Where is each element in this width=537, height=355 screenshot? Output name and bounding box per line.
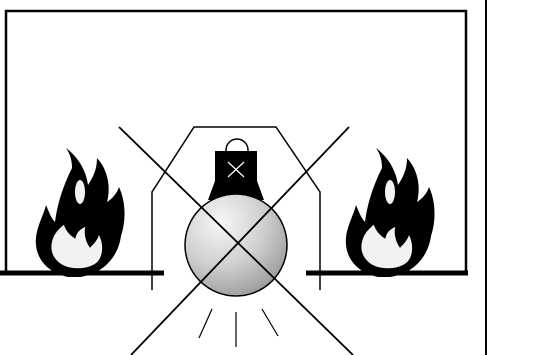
reflector-housing-outline: [151, 126, 321, 290]
prohibition-cross-icon: [118, 126, 354, 355]
halogen-bulb-icon: [184, 138, 288, 297]
left-flame-icon: [35, 148, 125, 277]
enclosure-frame: [4, 9, 468, 272]
light-rays: [198, 308, 279, 347]
right-flame-icon: [345, 148, 435, 277]
